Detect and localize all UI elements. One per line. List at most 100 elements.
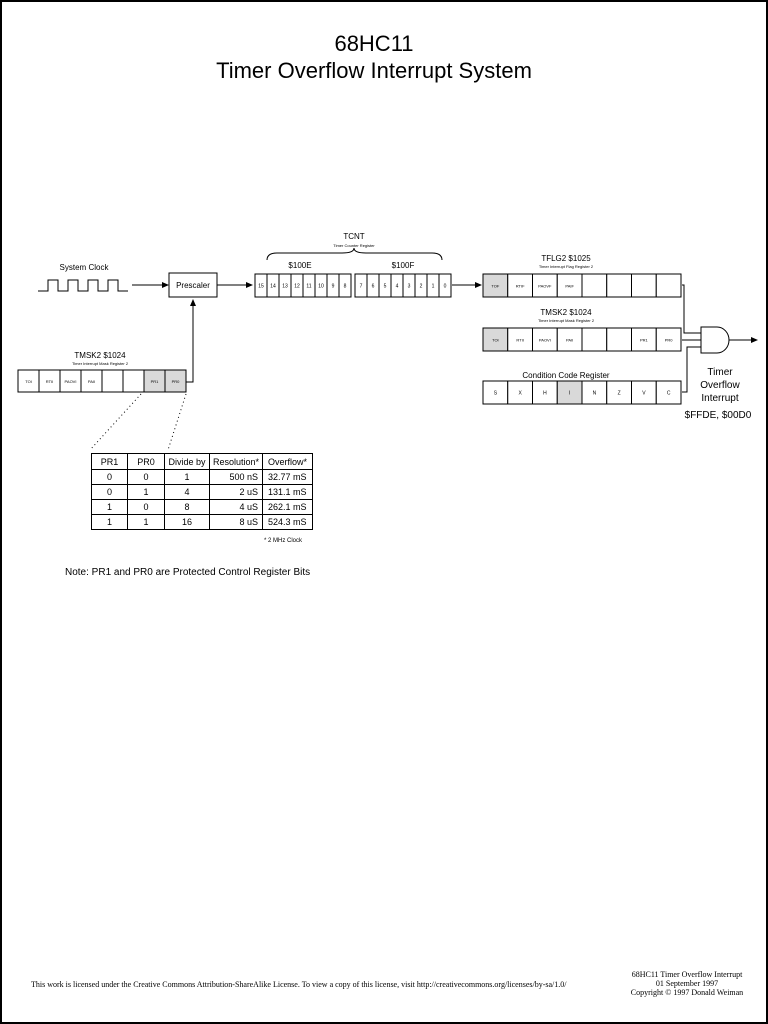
register-outline [482,273,682,298]
table-cell: 500 nS [209,469,263,485]
register-bit-label: TOI [492,338,499,343]
table-row: 1 0 8 4 uS 262.1 mS [91,499,313,515]
and-gate [700,326,730,354]
footer-date: 01 September 1997 [655,979,719,988]
tmsk2-right-sublabel: Timer Interrupt Mask Register 2 [538,318,595,323]
col-header-pr0: PR0 [127,453,165,470]
col-header-resolution: Resolution* [209,453,263,470]
table-header-row: PR1 PR0 Divide by Resolution* Overflow* [91,453,313,470]
table-footnote: * 2 MHz Clock [264,538,303,544]
table-cell: 0 [91,484,128,500]
register-bit-label: TOF [491,284,499,289]
table-cell: 0 [127,499,165,515]
tof-to-and-line [682,284,701,334]
callout-dotted-line [167,393,187,451]
prescale-table: PR1 PR0 Divide by Resolution* Overflow* … [91,453,313,530]
register-bit-label: PR0 [172,379,181,384]
register-bit-cell [655,273,682,298]
register-bit-label: I [569,391,570,397]
register-bit-label: 9 [332,284,335,290]
register-outline [482,380,682,405]
table-cell: 1 [127,484,165,500]
tcnt-brace [266,247,443,261]
interrupt-vector: $FFDE, $00D0 [685,410,752,421]
table-row: 0 0 1 500 nS 32.77 mS [91,469,313,485]
register-bit-label: H [543,391,547,397]
table-cell: 8 uS [209,514,263,530]
tmsk2-right-label: TMSK2 $1024 [540,308,592,317]
arrowhead [475,282,482,288]
register-bit-label: 15 [258,284,264,290]
callout-dotted-line [89,393,142,451]
register-bit-label: PAOVI [65,379,77,384]
interrupt-line2: Overflow [700,380,740,391]
title-line1: 68HC11 [334,31,413,56]
tcnt-label: TCNT [343,232,364,241]
register-outline [482,327,682,352]
tcnt-low-label: $100F [392,261,415,270]
tmsk2-left-sublabel: Timer Interrupt Mask Register 2 [72,361,129,366]
arrowhead [190,299,196,306]
tflg2-sublabel: Timer Interrupt Flag Register 2 [539,264,594,269]
register-bit-label: V [642,391,646,397]
register-bit-label: PAII [88,379,95,384]
register-bit-label: 10 [318,284,324,290]
register-bit-label: PR0 [665,338,674,343]
clock-waveform [38,279,128,292]
register-bit-label: X [518,391,522,397]
register-bit-label: 11 [306,284,311,290]
tmsk2-left-label: TMSK2 $1024 [74,351,126,360]
register-outline [254,273,352,298]
register-bit-label: PR1 [151,379,160,384]
prescaler-label: Prescaler [176,281,210,290]
register-bit-label: PAIF [565,284,574,289]
col-header-overflow: Overflow* [262,453,313,470]
register-bit-label: 4 [396,284,399,290]
table-cell: 8 [164,499,210,515]
protected-bits-note: Note: PR1 and PR0 are Protected Control … [65,567,311,578]
interrupt-line3: Interrupt [701,393,738,404]
table-cell: 0 [127,469,165,485]
table-row: 1 1 16 8 uS 524.3 mS [91,514,313,530]
tcnt-sublabel: Timer Counter Register [333,243,375,248]
system-clock-label: System Clock [60,263,110,272]
register-bit-label: PAOVI [539,338,551,343]
register-bit-label: 3 [408,284,411,290]
table-cell: 1 [91,499,128,515]
register-bit-label: C [667,391,671,397]
register-bit-label: TOI [25,379,32,384]
table-cell: 1 [127,514,165,530]
table-row: 0 1 4 2 uS 131.1 mS [91,484,313,500]
register-outline [17,369,187,393]
register-bit-label: 1 [432,284,435,290]
table-cell: 16 [164,514,210,530]
table-cell: 4 uS [209,499,263,515]
register-bit-label: S [494,391,498,397]
register-bit-label: 2 [420,284,423,290]
register-bit-label: 6 [372,284,375,290]
table-cell: 1 [164,469,210,485]
register-bit-cell [631,273,657,298]
register-bit-label: 0 [444,284,447,290]
license-text: This work is licensed under the Creative… [31,980,567,989]
table-cell: 32.77 mS [262,469,313,485]
register-bit-label: 13 [282,284,288,290]
register-bit-label: PAII [566,338,573,343]
register-bit-cell [122,369,145,393]
footer-copyright: Copyright © 1997 Donald Weiman [630,988,744,997]
footer-title: 68HC11 Timer Overflow Interrupt [631,970,743,979]
title-line2: Timer Overflow Interrupt System [216,58,532,83]
interrupt-line1: Timer [707,367,733,378]
register-bit-label: 14 [270,284,276,290]
table-cell: 131.1 mS [262,484,313,500]
table-cell: 0 [91,469,128,485]
register-bit-label: PAOVF [538,284,552,289]
col-header-pr1: PR1 [91,453,128,470]
